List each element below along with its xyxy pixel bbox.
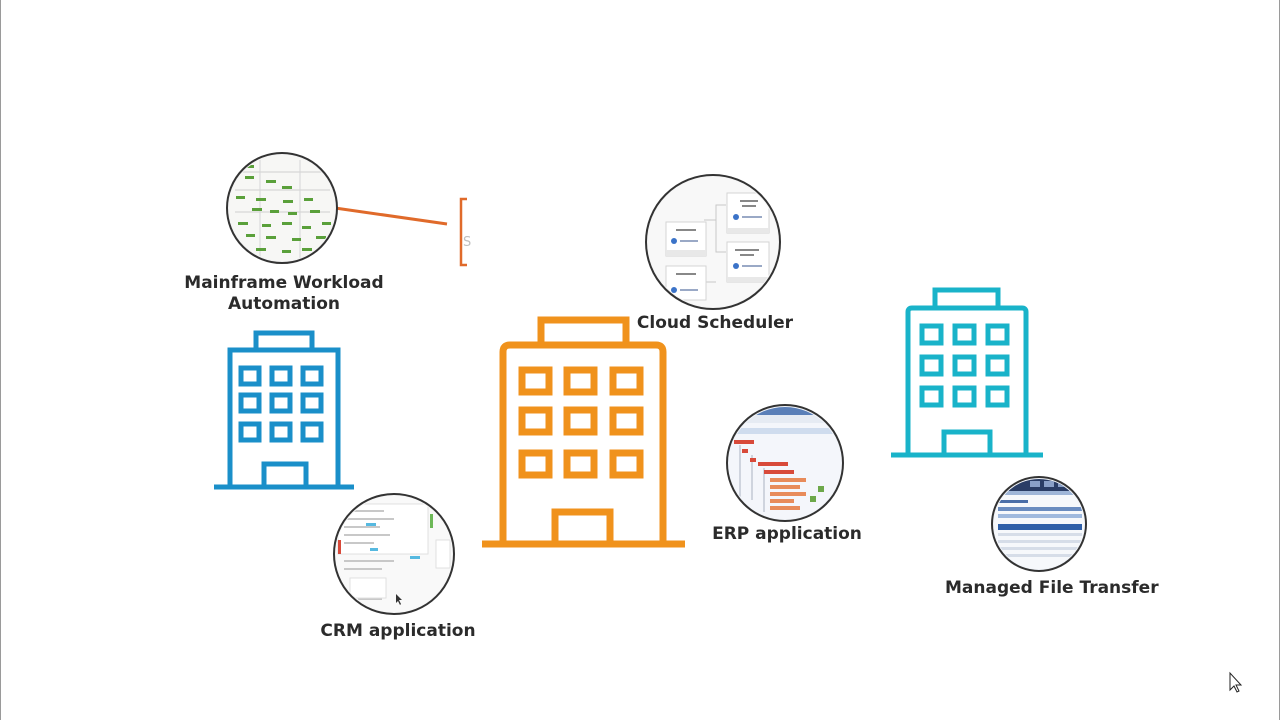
- frame-border-left: [0, 0, 1, 720]
- erp-application-label: ERP application: [712, 524, 862, 544]
- office-building-icon-center: [482, 316, 685, 548]
- managed-file-transfer-label: Managed File Transfer: [945, 578, 1159, 598]
- erp-screenshot-thumbnail: [726, 404, 844, 522]
- svg-text:S: S: [463, 235, 471, 250]
- office-building-icon-left: [214, 330, 354, 490]
- crm-screenshot-thumbnail: [333, 493, 455, 615]
- cloud-scheduler-screenshot-thumbnail: [645, 174, 781, 310]
- crm-application-label: CRM application: [320, 621, 476, 641]
- office-building-icon-right: [891, 287, 1043, 458]
- mft-screenshot-thumbnail: [991, 476, 1087, 572]
- mainframe-screenshot-thumbnail: [226, 152, 338, 264]
- mainframe-workload-automation-label: Mainframe Workload Automation: [184, 273, 384, 314]
- mouse-cursor-icon: [1229, 671, 1243, 693]
- cloud-scheduler-label: Cloud Scheduler: [636, 313, 794, 333]
- connector-line: S: [334, 197, 471, 267]
